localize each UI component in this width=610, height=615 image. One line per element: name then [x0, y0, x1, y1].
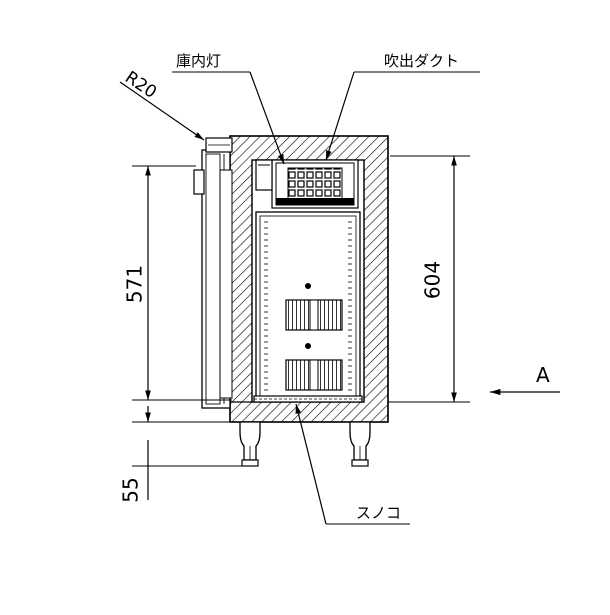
radius-leader: R20: [119, 68, 205, 141]
view-arrow-label: A: [536, 363, 550, 387]
radius-label: R20: [121, 68, 160, 103]
slatted-floor-leader: スノコ: [295, 403, 410, 525]
shelf-rail-ticks: [264, 221, 352, 391]
slatted-floor: [253, 395, 363, 403]
slatted-floor-label: スノコ: [356, 504, 401, 522]
duct-leader: 吹出ダクト: [325, 52, 480, 161]
door-handle: [193, 169, 205, 195]
door-height-dimension: 571: [123, 165, 232, 401]
interior-lamp: [255, 159, 273, 191]
lower-fan: [285, 343, 343, 391]
leg-height-dimension: 55: [119, 406, 242, 503]
cabinet-height-value: 604: [421, 261, 445, 299]
duct-label: 吹出ダクト: [384, 52, 459, 70]
upper-fan: [285, 283, 343, 331]
air-duct-unit: [271, 159, 359, 209]
door: [193, 137, 233, 409]
lamp-leader: 庫内灯: [172, 52, 285, 165]
door-height-value: 571: [123, 265, 147, 303]
view-arrow-a: A: [490, 363, 560, 396]
leg-height-value: 55: [119, 477, 143, 502]
lamp-label: 庫内灯: [176, 52, 221, 70]
cabinet-height-dimension: 604: [388, 155, 470, 403]
left-leg: [239, 421, 261, 467]
right-leg: [349, 421, 371, 467]
duct-grill: [287, 167, 343, 203]
